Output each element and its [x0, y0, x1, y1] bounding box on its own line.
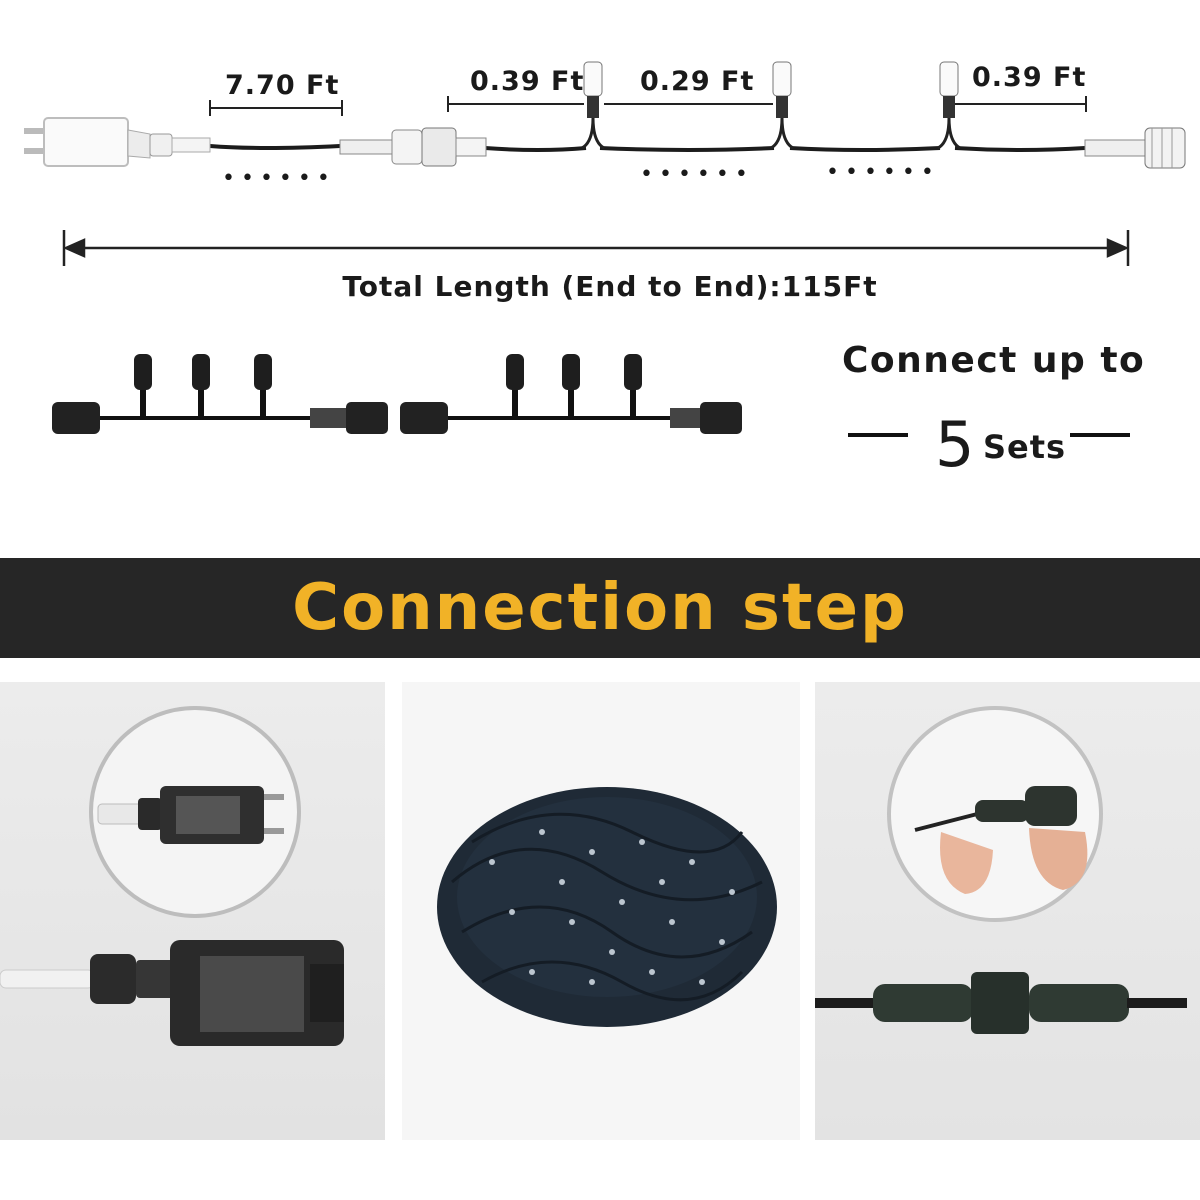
- divider: [848, 433, 908, 437]
- sets-count: 5: [935, 408, 975, 481]
- end-plug-icon: [1084, 127, 1186, 169]
- bulb-dots: ••••••: [826, 160, 940, 185]
- dimension-label-1: 7.70 Ft: [225, 70, 340, 101]
- bulb-dots: ••••••: [222, 166, 336, 191]
- main-wire: [209, 144, 1086, 152]
- dimension-label-4: 0.39 Ft: [972, 62, 1087, 93]
- bulb-icon: [581, 61, 605, 150]
- bulb-icon: [770, 61, 794, 150]
- coupler-icon: [339, 127, 487, 167]
- section-banner: [0, 558, 1200, 658]
- total-length-label: Total Length (End to End):115Ft: [342, 270, 878, 303]
- step-photo-connector: [815, 682, 1200, 1140]
- adapter-icon: [24, 117, 211, 167]
- wiring-diagram: [24, 61, 1186, 266]
- dimension-label-2: 0.39 Ft: [470, 66, 585, 97]
- light-set-icon: [400, 354, 742, 434]
- connector-photo-icon: [815, 706, 1187, 1034]
- sets-label: Sets: [983, 428, 1067, 466]
- bulb-icon: [937, 61, 961, 150]
- step-photo-light-string: [402, 682, 800, 1140]
- connect-up-to-label: Connect up to: [842, 340, 1146, 381]
- step-photo-adapter: [0, 682, 385, 1140]
- section-title: Connection step: [292, 571, 908, 645]
- light-set-icon: [52, 354, 388, 434]
- linked-sets-diagram: [52, 354, 742, 434]
- bulb-dots: ••••••: [640, 162, 754, 187]
- dimension-markers: [209, 96, 1087, 116]
- adapter-photo-icon: [0, 706, 344, 1046]
- light-string-photo-icon: [437, 787, 777, 1027]
- total-length-arrow: [62, 230, 1130, 266]
- dimension-label-3: 0.29 Ft: [640, 66, 755, 97]
- divider: [1070, 433, 1130, 437]
